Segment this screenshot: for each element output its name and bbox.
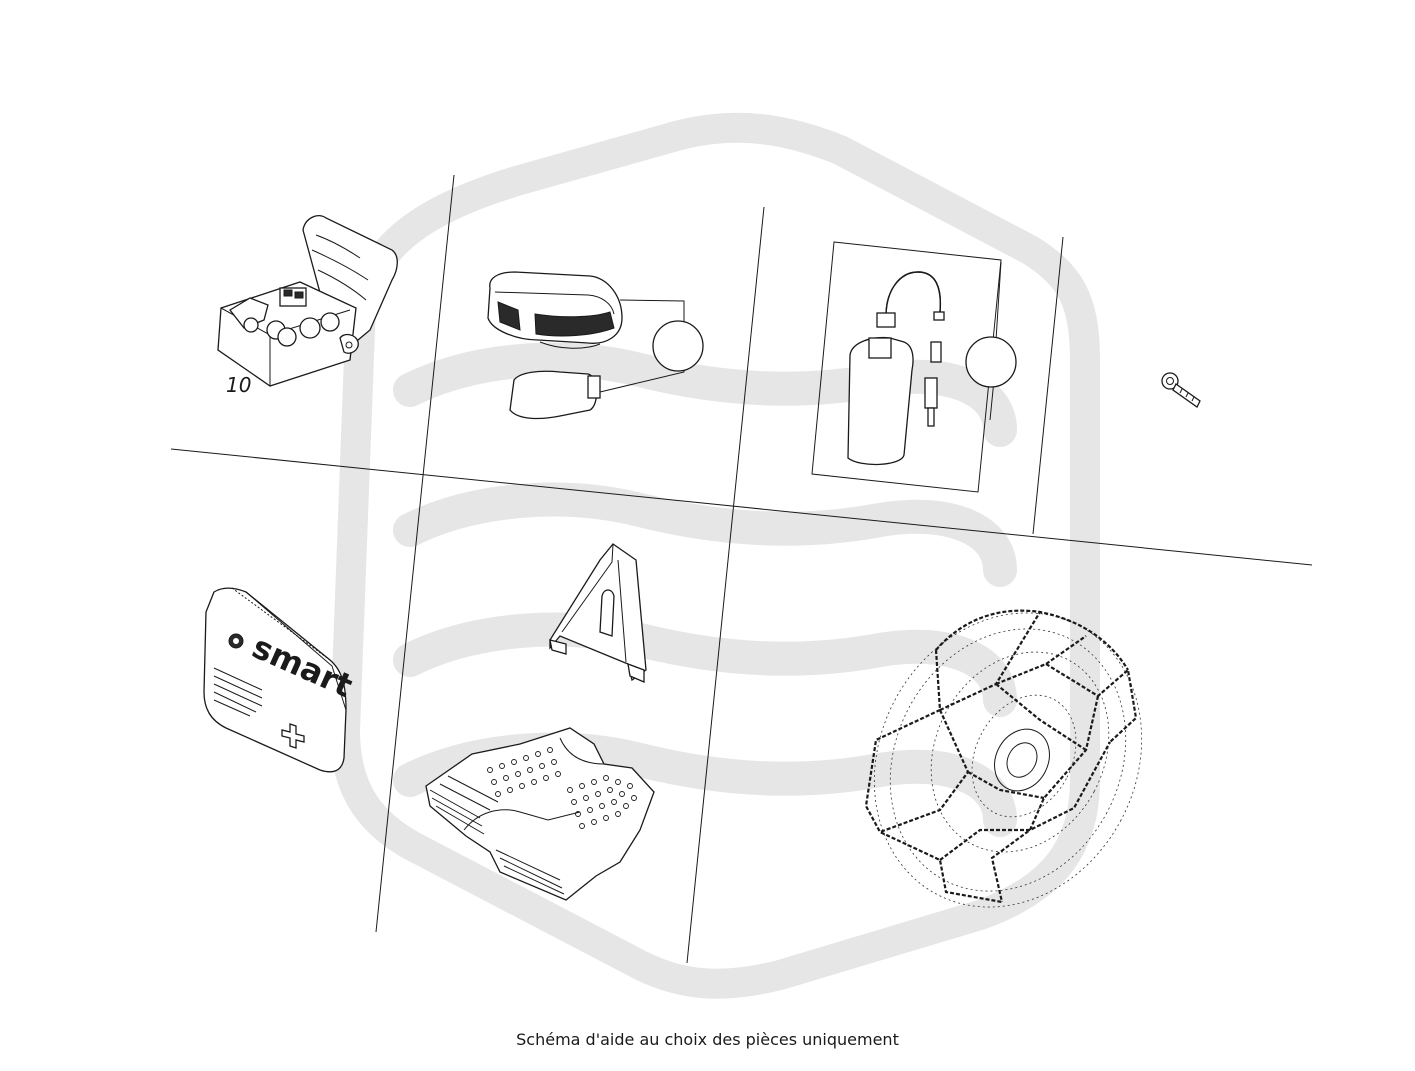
warning-triangle[interactable] — [549, 543, 647, 683]
tire-sealant-set[interactable] — [811, 241, 1017, 493]
detail-circle — [652, 320, 704, 372]
diagram-caption: Schéma d'aide au choix des pièces unique… — [516, 1030, 899, 1049]
safety-vest[interactable] — [425, 727, 655, 901]
part-number-10: 10 — [226, 373, 251, 397]
bulb-kit-box[interactable] — [217, 215, 398, 387]
first-aid-kit[interactable]: smart — [203, 587, 358, 773]
vertical-divider-3 — [1032, 236, 1064, 535]
horizontal-divider — [170, 448, 1313, 566]
towing-eye[interactable] — [1161, 372, 1201, 408]
tire-repair-compressor[interactable] — [487, 271, 704, 420]
watermark-logo — [330, 112, 1100, 999]
detail-circle — [965, 336, 1017, 388]
snow-chain-wheel[interactable] — [824, 566, 1193, 955]
vertical-divider-2 — [686, 206, 765, 964]
grid-lines — [170, 174, 1313, 964]
vertical-divider-1 — [375, 174, 455, 933]
